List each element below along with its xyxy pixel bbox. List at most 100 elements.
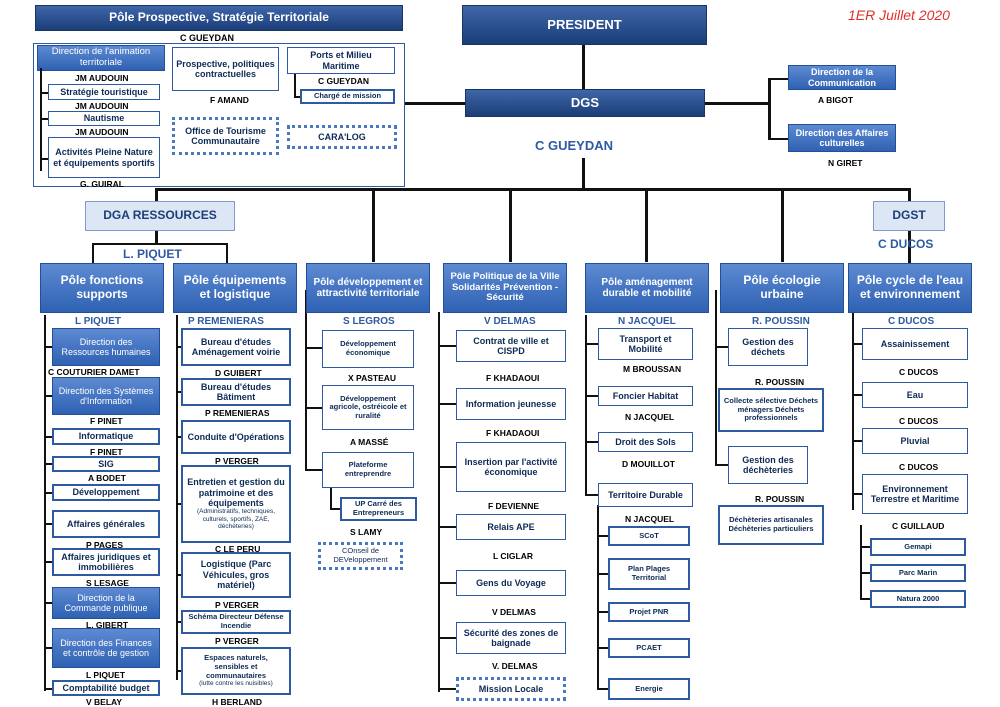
col7-item: Assainissement <box>862 328 968 360</box>
col4-item: Insertion par l'activité économique <box>456 442 566 492</box>
prosp-pol-name: F AMAND <box>210 95 249 105</box>
anim-name: JM AUDOUIN <box>75 73 129 83</box>
col3-name: X PASTEAU <box>348 373 397 383</box>
col5-item: Droit des Sols <box>598 432 693 452</box>
col2-item: Bureau d'études Bâtiment <box>181 378 291 406</box>
direction-animation-territoriale: Direction de l'animation territoriale <box>37 45 165 71</box>
col5-item: PCAET <box>608 638 690 658</box>
col7-name: C GUILLAUD <box>892 521 945 531</box>
col6-item: Collecte sélective Déchets ménagers Déch… <box>718 388 824 432</box>
col1-item: Direction des Finances et contrôle de ge… <box>52 628 160 668</box>
pole6-name: R. POUSSIN <box>752 316 810 327</box>
col1-item: Direction de la Commande publique <box>52 587 160 619</box>
col1-name: L PIQUET <box>86 670 126 680</box>
nautisme: Nautisme <box>48 111 160 126</box>
pole-prospective-name: C GUEYDAN <box>180 33 235 43</box>
col4-item: Relais APE <box>456 514 566 540</box>
col2-item-label: Espaces naturels, sensibles et communaut… <box>204 653 268 680</box>
col2-item: Logistique (Parc Véhicules, gros matérie… <box>181 552 291 598</box>
col5-name: N JACQUEL <box>625 514 675 524</box>
comm-name: A BIGOT <box>818 95 854 105</box>
col5-item: SCoT <box>608 526 690 546</box>
col5-item: Plan Plages Territorial <box>608 558 690 590</box>
col1-item: SIG <box>52 456 160 472</box>
col1-name: F PINET <box>90 447 123 457</box>
col7-item: Parc Marin <box>870 564 966 582</box>
activites-pleine-nature: Activités Pleine Nature et équipements s… <box>48 137 160 178</box>
dga-name: L. PIQUET <box>123 247 182 261</box>
col2-item-sub: (Administratifs, techniques, culturels, … <box>196 508 276 531</box>
col4-item: Gens du Voyage <box>456 570 566 596</box>
pole-fonctions-supports: Pôle fonctions supports <box>40 263 164 313</box>
activites-name: G. GUIRAL <box>80 179 124 189</box>
pole5-name: N JACQUEL <box>618 316 676 327</box>
col7-item: Environnement Terrestre et Maritime <box>862 474 968 514</box>
col7-item: Eau <box>862 382 968 408</box>
col1-name: A BODET <box>88 473 126 483</box>
dgst: DGST <box>873 201 945 231</box>
dgs-name: C GUEYDAN <box>535 138 614 153</box>
col1-name: V BELAY <box>86 697 123 707</box>
col1-name: F PINET <box>90 416 123 426</box>
col3-item: Développement agricole, ostréicole et ru… <box>322 385 414 430</box>
col5-name: D MOUILLOT <box>622 459 675 469</box>
col2-item-sub: (lutte contre les nuisibles) <box>199 680 273 688</box>
nautisme-name: JM AUDOUIN <box>75 127 129 137</box>
col3-name: A MASSÉ <box>350 437 389 447</box>
col4-item: Contrat de ville et CISPD <box>456 330 566 362</box>
col7-name: C DUCOS <box>899 367 939 377</box>
col3-item: Développement économique <box>322 330 414 368</box>
col2-item-label: Entretien et gestion du patrimoine et de… <box>187 477 285 508</box>
col5-item: Foncier Habitat <box>598 386 693 406</box>
col6-item: Déchèteries artisanales Déchèteries part… <box>718 505 824 545</box>
col7-item: Gemapi <box>870 538 966 556</box>
col5-name: N JACQUEL <box>625 412 675 422</box>
col1-item: Direction des Ressources humaines <box>52 328 160 366</box>
col1-name: S LESAGE <box>86 578 129 588</box>
pole7-name: C DUCOS <box>888 316 935 327</box>
col2-name: H BERLAND <box>212 697 263 707</box>
pole1-name: L PIQUET <box>75 316 121 327</box>
col6-item: Gestion des déchèteries <box>728 446 808 484</box>
col2-name: C LE PERU <box>215 544 261 554</box>
ports-milieu-maritime: Ports et Milieu Maritime <box>287 47 395 74</box>
col5-item: Transport et Mobilité <box>598 328 693 360</box>
col2-item: Schéma Directeur Défense Incendie <box>181 610 291 634</box>
date-label: 1ER Juillet 2020 <box>848 7 950 23</box>
col5-item: Energie <box>608 678 690 700</box>
pole3-name: S LEGROS <box>343 316 395 327</box>
prospective-frame <box>33 43 405 187</box>
col1-name: C COUTURIER DAMET <box>48 367 140 377</box>
col6-name: R. POUSSIN <box>755 377 805 387</box>
ports-name: C GUEYDAN <box>318 76 370 86</box>
col4-item: Mission Locale <box>456 677 566 701</box>
col5-item: Territoire Durable <box>598 483 693 507</box>
pole-amenagement: Pôle aménagement durable et mobilité <box>585 263 709 313</box>
pole-developpement: Pôle développement et attractivité terri… <box>306 263 430 313</box>
col7-item: Pluvial <box>862 428 968 454</box>
col7-item: Natura 2000 <box>870 590 966 608</box>
pole-ecologie-urbaine: Pôle écologie urbaine <box>720 263 844 313</box>
col4-name: L CIGLAR <box>493 551 533 561</box>
col2-item: Espaces naturels, sensibles et communaut… <box>181 647 291 695</box>
prospective-politiques: Prospective, politiques contractuelles <box>172 47 279 91</box>
col2-name: P REMENIERAS <box>205 408 270 418</box>
charge-de-mission: Chargé de mission <box>300 89 395 104</box>
col4-name: F DEVIENNE <box>488 501 540 511</box>
col3-item: COnseil de DEVeloppement <box>318 542 403 570</box>
col4-item: Sécurité des zones de baignade <box>456 622 566 654</box>
col4-name: F KHADAOUI <box>486 373 540 383</box>
col3-item: UP Carré des Entrepreneurs <box>340 497 417 521</box>
col2-item: Bureau d'études Aménagement voirie <box>181 328 291 366</box>
strat-tour-name: JM AUDOUIN <box>75 101 129 111</box>
col1-name: L. GIBERT <box>86 620 129 630</box>
col1-item: Affaires générales <box>52 510 160 538</box>
culture-name: N GIRET <box>828 158 863 168</box>
col7-name: C DUCOS <box>899 416 939 426</box>
col5-item: Projet PNR <box>608 602 690 622</box>
col4-name: V. DELMAS <box>492 661 538 671</box>
strategie-touristique: Stratégie touristique <box>48 84 160 100</box>
pole2-name: P REMENIERAS <box>188 316 264 327</box>
pole4-name: V DELMAS <box>484 316 536 327</box>
col2-name: P VERGER <box>215 636 259 646</box>
